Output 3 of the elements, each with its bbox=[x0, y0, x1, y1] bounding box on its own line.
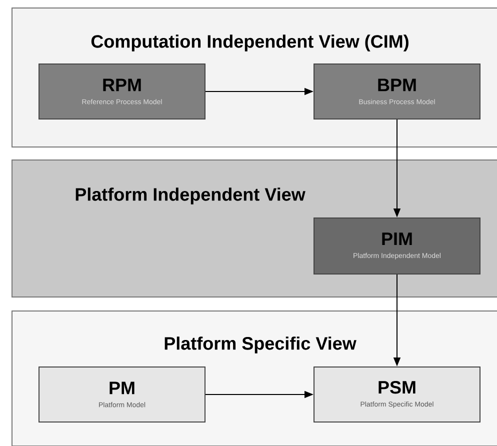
band-title: Platform Specific View bbox=[164, 336, 356, 354]
band-title: Platform Independent View bbox=[76, 188, 306, 204]
band-title: Computation Independent View (CIM) bbox=[91, 34, 408, 52]
